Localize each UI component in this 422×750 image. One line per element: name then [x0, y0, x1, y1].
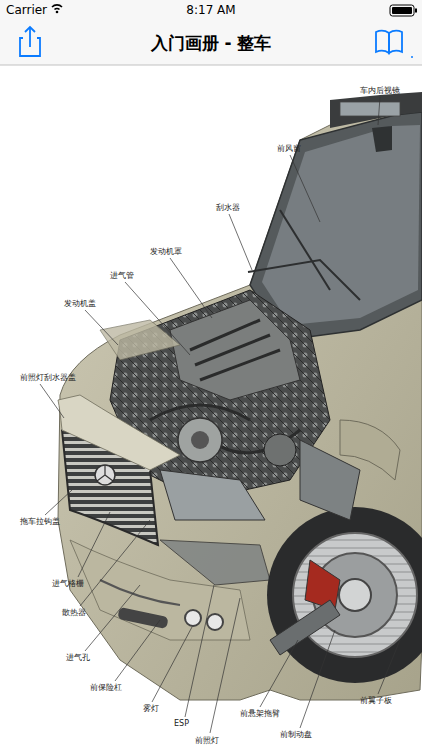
part-label: 进气管	[110, 271, 134, 280]
clock-text: 8:17 AM	[186, 3, 235, 17]
battery-icon	[390, 5, 414, 16]
nav-bar	[0, 0, 422, 65]
page-title: 入门画册 - 整车	[151, 33, 272, 53]
car-illustration	[58, 92, 422, 700]
part-label: 进气孔	[66, 653, 90, 662]
part-label: 雾灯	[143, 704, 159, 713]
part-label: ESP	[174, 719, 189, 728]
part-label: 散热器	[62, 608, 86, 617]
front-wheel	[267, 507, 422, 683]
part-label: 前照灯	[195, 736, 219, 745]
leader-lines	[40, 97, 400, 733]
part-label: 前照灯刮水器盖	[20, 373, 76, 382]
carrier-text: Carrier	[6, 3, 47, 17]
part-label: 车内后视镜	[360, 86, 400, 95]
part-label: 刮水器	[216, 203, 240, 212]
part-label: 前翼子板	[360, 696, 392, 705]
part-label: 前悬架拖臂	[240, 709, 280, 718]
part-label: 前风窗	[277, 144, 301, 153]
part-label: 进气格栅	[52, 579, 84, 588]
share-icon	[20, 27, 40, 56]
part-label: 拖车拉钩盖	[20, 517, 60, 526]
part-label: 前保险杠	[90, 683, 122, 692]
wifi-icon	[52, 5, 62, 10]
part-label: 前制动盘	[280, 730, 312, 739]
part-label: 发动机罩	[150, 247, 182, 256]
book-icon	[376, 31, 402, 53]
part-label: 发动机盖	[64, 299, 96, 308]
